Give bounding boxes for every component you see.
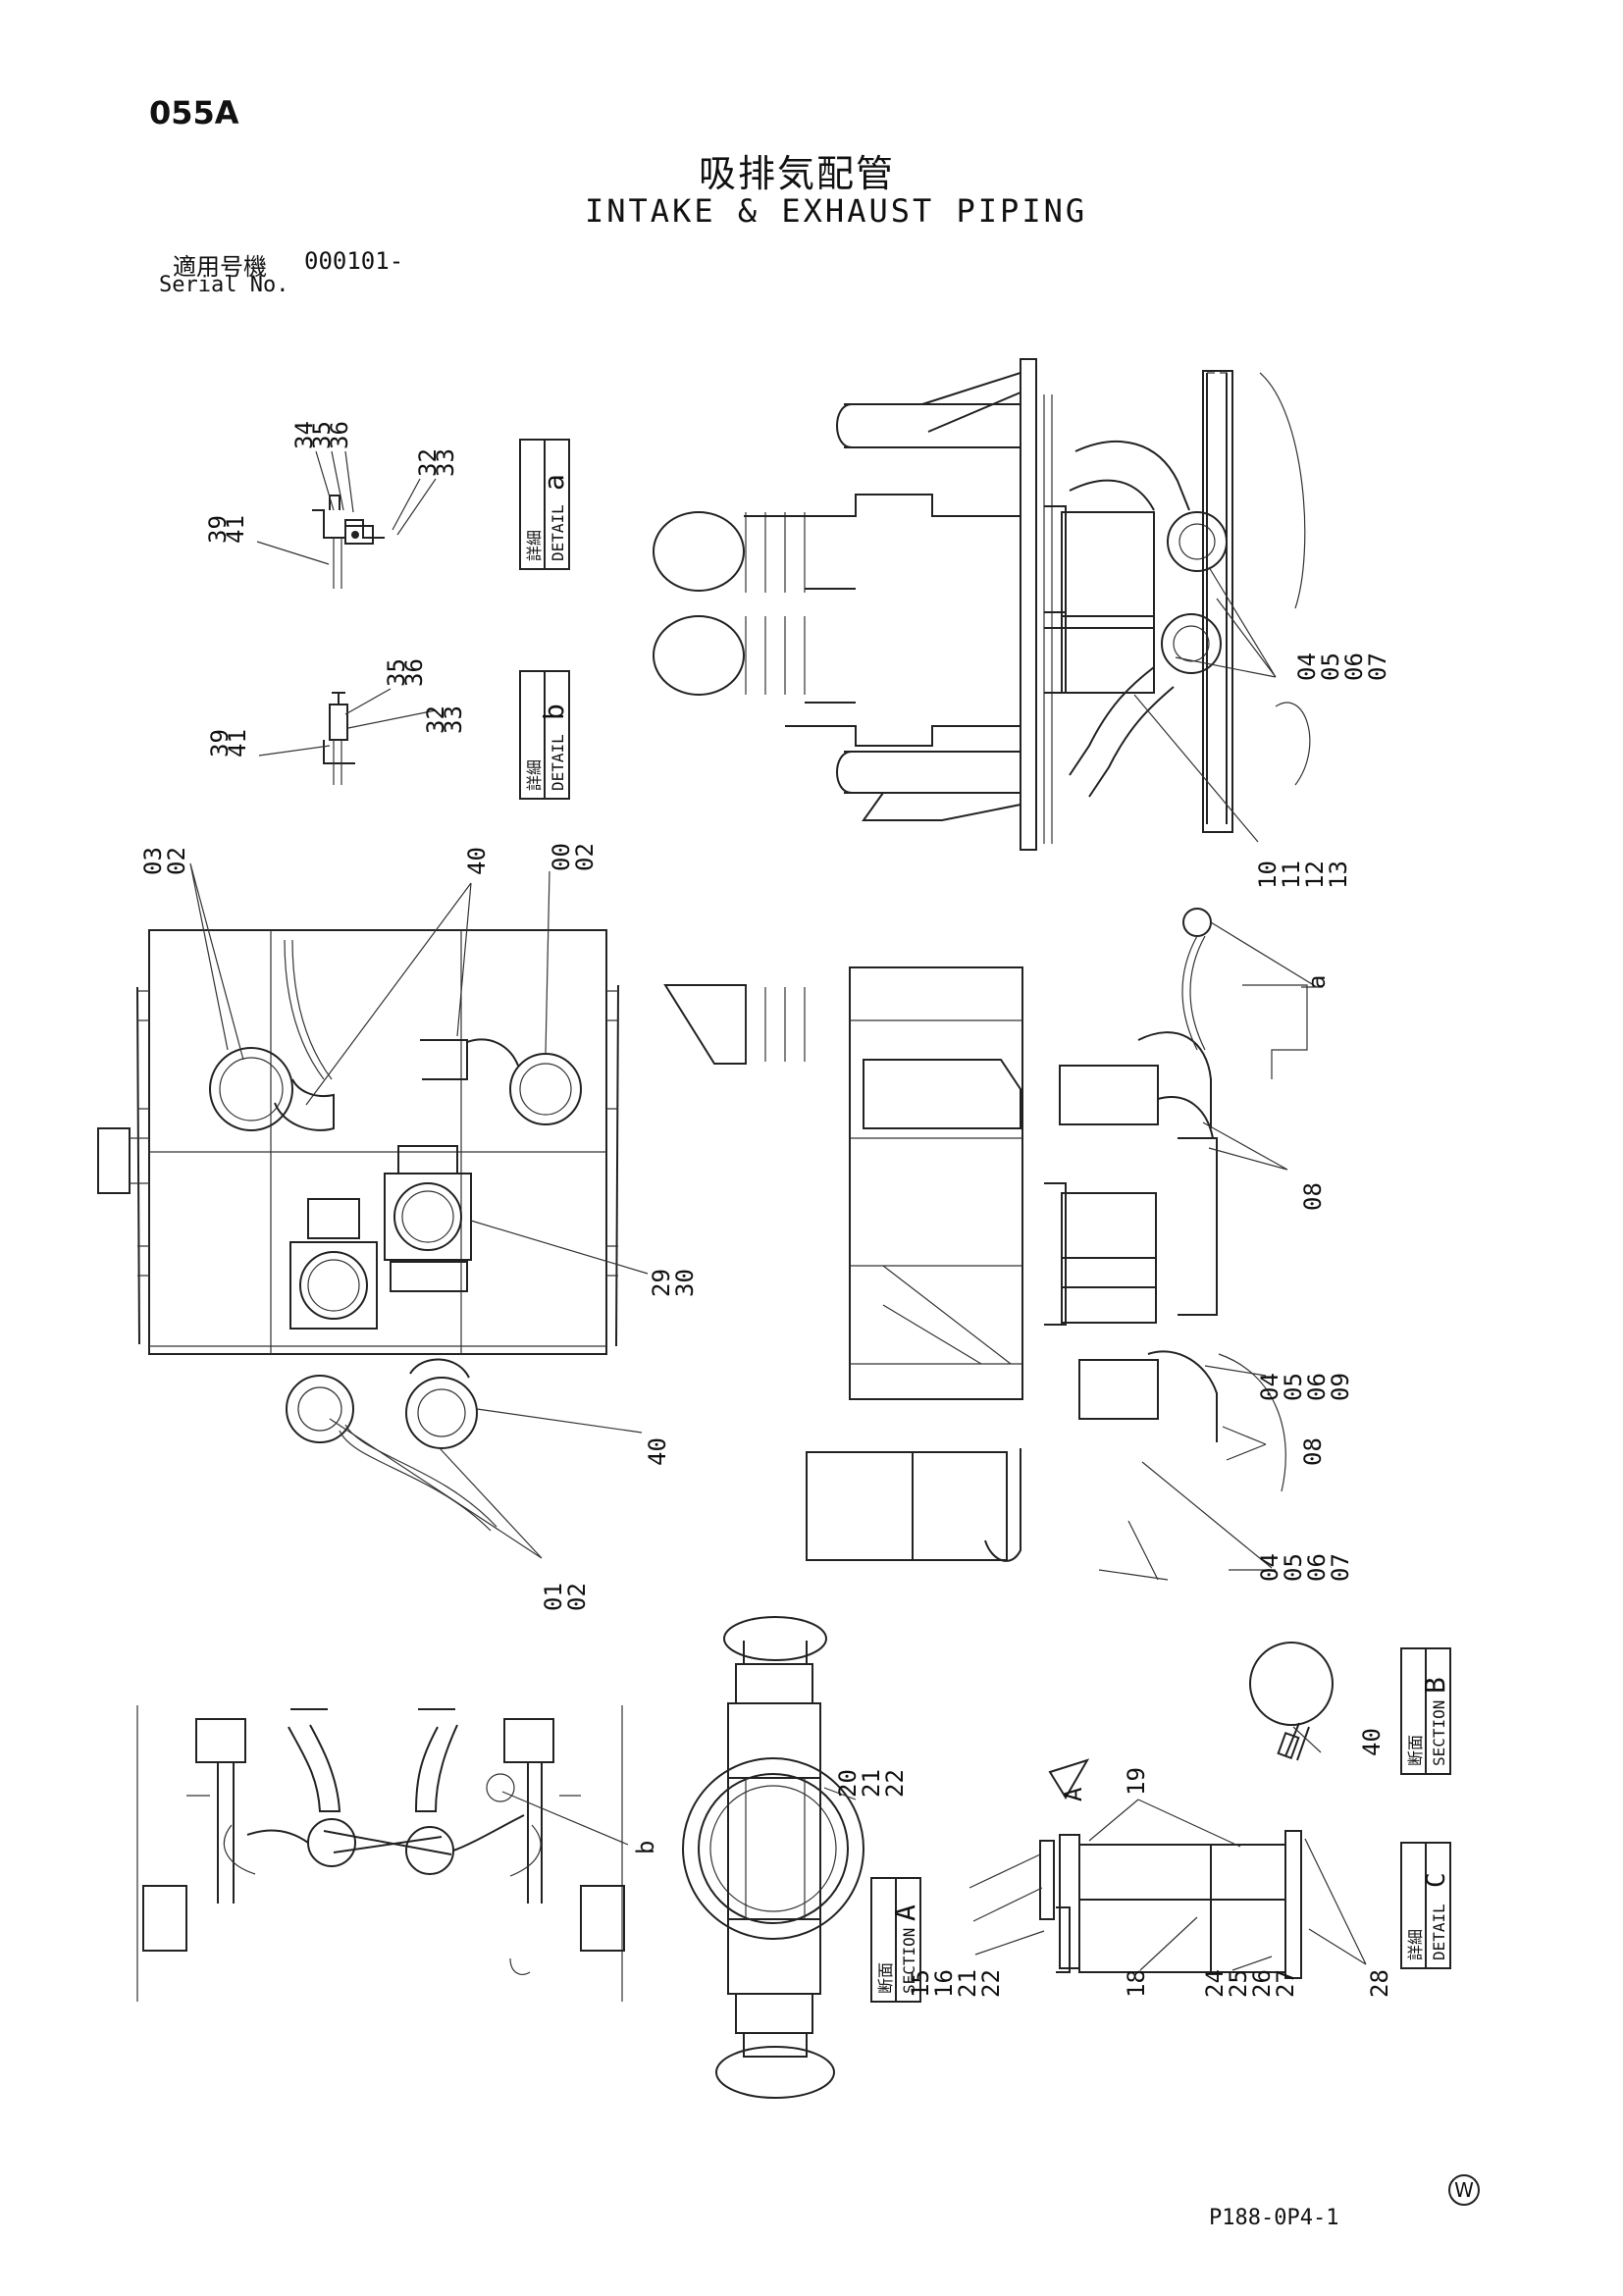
callout-label: 06 xyxy=(1340,652,1368,681)
callout-label: a xyxy=(1303,975,1331,989)
callout-label: 29 xyxy=(648,1269,675,1297)
detail-b-box: 詳細 DETAIL b xyxy=(519,670,570,800)
callout-label: 36 xyxy=(326,421,353,449)
svg-text:SECTION: SECTION xyxy=(900,1928,918,1994)
part-code: P188-0P4-1 xyxy=(1209,2206,1339,2230)
callout-label: 13 xyxy=(1325,861,1352,889)
callout-label: 36 xyxy=(400,658,428,687)
callout-label: 41 xyxy=(222,515,249,544)
callout-label: 32 xyxy=(422,705,449,734)
callout-label: 02 xyxy=(163,847,190,875)
callout-label: 04 xyxy=(1293,652,1321,681)
svg-text:B: B xyxy=(1419,1677,1451,1694)
section-b-box: 断面 SECTION B xyxy=(1400,1647,1451,1775)
w-mark: W xyxy=(1448,2174,1480,2206)
callout-label: 06 xyxy=(1303,1553,1331,1582)
callout-label: 01 xyxy=(540,1583,567,1611)
callout-label: 08 xyxy=(1299,1437,1327,1466)
callout-label: 27 xyxy=(1272,1969,1299,1998)
svg-text:A: A xyxy=(889,1905,921,1921)
page-code: 055A xyxy=(149,94,239,131)
callout-label: 33 xyxy=(432,448,459,477)
callout-label: 12 xyxy=(1301,861,1329,889)
callout-label: 18 xyxy=(1123,1969,1150,1998)
svg-text:C: C xyxy=(1422,1872,1451,1888)
callout-label: 20 xyxy=(834,1769,862,1798)
svg-text:DETAIL: DETAIL xyxy=(1430,1904,1448,1960)
callout-label: 05 xyxy=(1280,1373,1307,1401)
callout-label: 02 xyxy=(571,843,599,871)
middle-right-view xyxy=(663,908,1323,1581)
callout-label: 05 xyxy=(1317,652,1344,681)
callout-label: 40 xyxy=(1358,1728,1386,1756)
callout-label: 00 xyxy=(548,843,575,871)
page-title-english: INTAKE & EXHAUST PIPING xyxy=(585,192,1088,230)
detail-c-box: 詳細 DETAIL C xyxy=(1400,1842,1451,1969)
page-title-japanese: 吸排気配管 xyxy=(699,152,896,195)
section-a-view xyxy=(682,1616,864,2099)
callout-label: 15 xyxy=(907,1969,934,1998)
svg-text:DETAIL: DETAIL xyxy=(549,504,567,561)
callout-label: 41 xyxy=(224,729,251,757)
callout-label: 34 xyxy=(290,421,318,449)
callout-label: 07 xyxy=(1364,652,1391,681)
svg-text:断面: 断面 xyxy=(876,1962,895,1994)
callout-label: 39 xyxy=(204,515,232,544)
detail-a-box: 詳細 DETAIL a xyxy=(519,439,570,570)
callout-label: 40 xyxy=(644,1437,671,1466)
callout-label: 40 xyxy=(463,847,491,875)
callout-label: 33 xyxy=(440,705,467,734)
callout-label: 04 xyxy=(1256,1553,1283,1582)
svg-text:b: b xyxy=(538,704,570,720)
svg-text:詳細: 詳細 xyxy=(525,530,544,561)
callout-label: 24 xyxy=(1201,1969,1229,1998)
detail-b-view xyxy=(258,688,437,785)
serial-label-english: Serial No. xyxy=(159,273,289,297)
callout-label: 16 xyxy=(930,1969,958,1998)
callout-label: 39 xyxy=(206,729,234,757)
callout-label: 02 xyxy=(563,1583,591,1611)
callout-label: 26 xyxy=(1248,1969,1276,1998)
callout-label: 35 xyxy=(308,421,336,449)
callout-label: 21 xyxy=(858,1769,885,1798)
callout-label: 07 xyxy=(1327,1553,1354,1582)
callout-label: 35 xyxy=(383,658,410,687)
section-a-box: 断面 SECTION A xyxy=(870,1877,921,2003)
detail-c-view xyxy=(969,1758,1367,1979)
svg-text:a: a xyxy=(538,474,570,491)
callout-label: 05 xyxy=(1280,1553,1307,1582)
serial-label-japanese: 適用号機 xyxy=(173,253,267,281)
serial-number-value: 000101- xyxy=(304,247,404,275)
callout-label: 08 xyxy=(1299,1182,1327,1211)
callout-label: 04 xyxy=(1256,1373,1283,1401)
callout-label: 30 xyxy=(671,1269,699,1297)
bottom-left-view xyxy=(136,1705,629,2002)
callout-label: 10 xyxy=(1254,861,1282,889)
svg-text:DETAIL: DETAIL xyxy=(549,734,567,791)
svg-text:SECTION: SECTION xyxy=(1430,1700,1448,1766)
middle-left-view xyxy=(97,862,649,1559)
callout-label: 11 xyxy=(1278,861,1305,889)
callout-label: 32 xyxy=(414,448,442,477)
callout-label: A xyxy=(1060,1787,1087,1801)
callout-label: 22 xyxy=(977,1969,1005,1998)
section-b-view xyxy=(1249,1642,1334,1761)
svg-text:断面: 断面 xyxy=(1406,1735,1425,1766)
top-right-view xyxy=(653,358,1311,851)
svg-text:詳細: 詳細 xyxy=(1406,1929,1425,1960)
svg-text:詳細: 詳細 xyxy=(525,759,544,791)
callout-label: 21 xyxy=(954,1969,981,1998)
callout-label: b xyxy=(632,1841,659,1854)
callout-label: 03 xyxy=(139,847,167,875)
callout-label: 19 xyxy=(1123,1767,1150,1796)
callout-label: 09 xyxy=(1327,1373,1354,1401)
detail-a-view xyxy=(256,450,437,589)
callout-label: 25 xyxy=(1225,1969,1252,1998)
callout-label: 06 xyxy=(1303,1373,1331,1401)
callout-label: 28 xyxy=(1366,1969,1393,1998)
callout-label: 22 xyxy=(881,1769,909,1798)
